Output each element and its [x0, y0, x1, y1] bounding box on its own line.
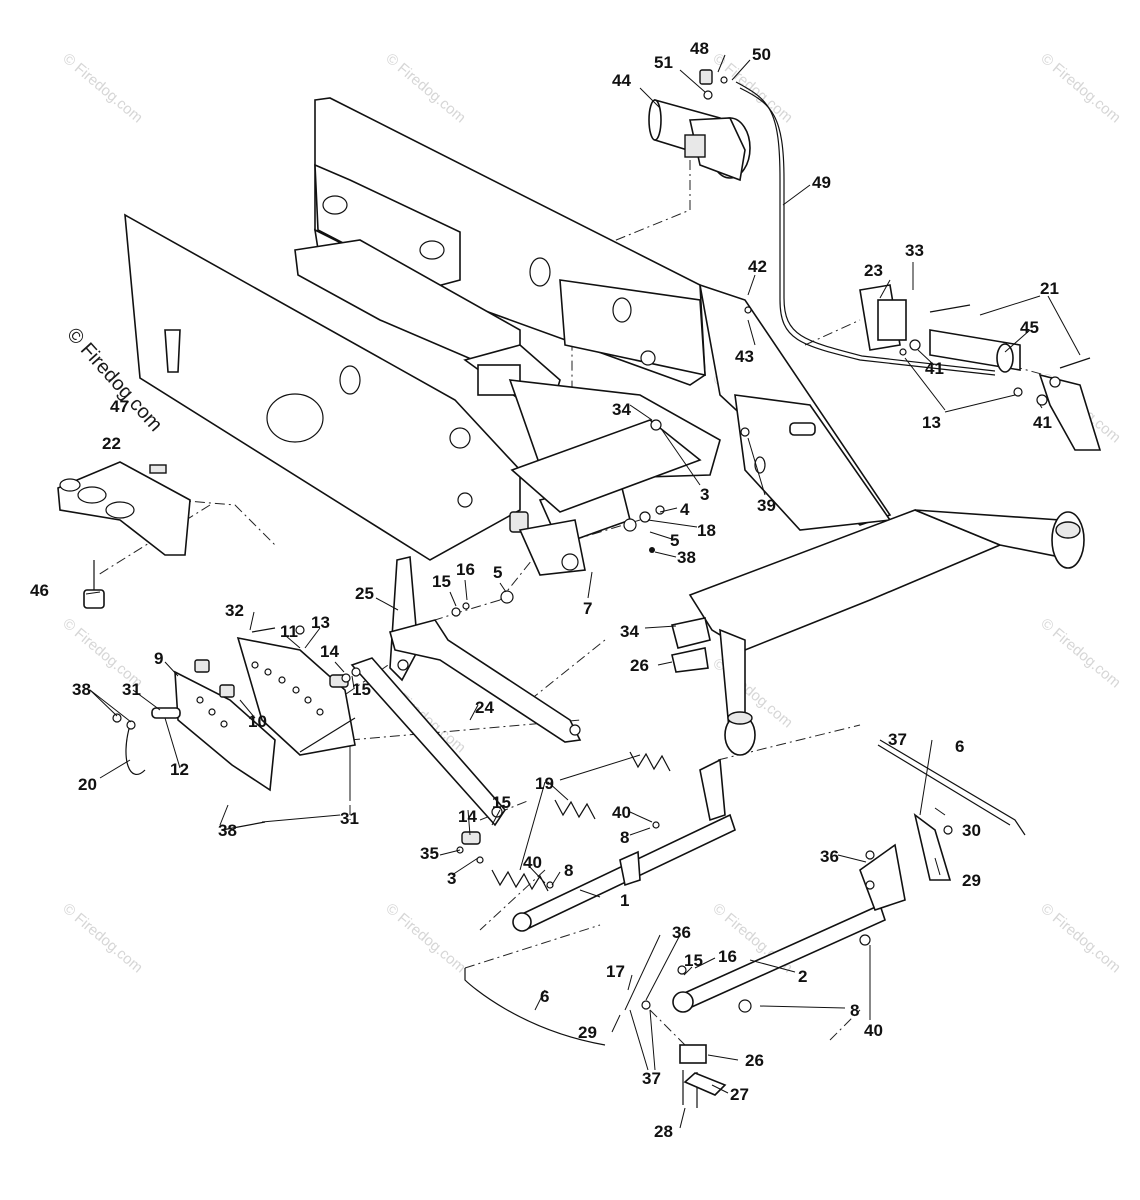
callout-label: 16 — [718, 947, 737, 966]
callout-label: 29 — [578, 1023, 597, 1042]
main-frame — [124, 97, 1085, 756]
watermark: © Firedog.com — [59, 900, 145, 976]
callout-label: 35 — [420, 844, 439, 863]
callout-label: 15 — [684, 951, 703, 970]
callout-label: 41 — [1033, 413, 1052, 432]
callout-label: 6 — [540, 987, 549, 1006]
callout-label: 32 — [225, 601, 244, 620]
callout-label: 45 — [1020, 318, 1039, 337]
callout-label: 51 — [654, 53, 673, 72]
pump-motor — [648, 69, 751, 182]
callout-label: 37 — [888, 730, 907, 749]
callout-label: 34 — [620, 622, 639, 641]
callout-label: 43 — [735, 347, 754, 366]
callout-label: 50 — [752, 45, 771, 64]
callout-label: 34 — [612, 400, 631, 419]
watermark: © Firedog.com — [59, 50, 145, 126]
callout-label: 18 — [697, 521, 716, 540]
watermark: © Firedog.com — [1037, 900, 1123, 976]
callout-label: 40 — [864, 1021, 883, 1040]
hydraulic-hose — [735, 81, 996, 376]
callout-label: 44 — [612, 71, 631, 90]
callout-label: 48 — [690, 39, 709, 58]
callout-label: 21 — [1040, 279, 1059, 298]
callout-label: 38 — [218, 821, 237, 840]
callout-label: 3 — [700, 485, 709, 504]
callout-label: 16 — [456, 560, 475, 579]
callout-label: 40 — [612, 803, 631, 822]
callout-label: 42 — [748, 257, 767, 276]
hardware — [112, 306, 953, 1013]
callout-label: 8 — [620, 828, 629, 847]
callout-label: 1 — [620, 891, 629, 910]
callout-label: 5 — [670, 531, 679, 550]
springs — [491, 751, 671, 892]
callout-label: 17 — [606, 962, 625, 981]
callout-label: 47 — [110, 397, 129, 416]
callout-label: 8 — [850, 1001, 859, 1020]
callout-label: 8 — [564, 861, 573, 880]
callout-label: 20 — [78, 775, 97, 794]
callout-label: 15 — [492, 793, 511, 812]
watermark: © Firedog.com — [382, 900, 468, 976]
callout-label: 41 — [925, 359, 944, 378]
callout-label: 23 — [864, 261, 883, 280]
callout-label: 10 — [248, 712, 267, 731]
callout-label: 14 — [458, 807, 477, 826]
linkage-arms — [329, 556, 582, 845]
callout-label: 26 — [745, 1051, 764, 1070]
callout-label: 7 — [583, 599, 592, 618]
callout-label: 14 — [320, 642, 339, 661]
callout-label: 13 — [922, 413, 941, 432]
callout-label: 36 — [672, 923, 691, 942]
callout-label: 30 — [962, 821, 981, 840]
callout-label: 5 — [493, 563, 502, 582]
callout-label: 2 — [798, 967, 807, 986]
callout-label: 31 — [340, 809, 359, 828]
callout-labels: 44 51 48 50 49 23 33 42 21 45 43 41 13 4… — [30, 39, 1059, 1141]
lift-shafts — [464, 739, 1026, 1108]
callout-label: 38 — [677, 548, 696, 567]
watermark: © Firedog.com — [382, 50, 468, 126]
watermark: © Firedog.com — [709, 655, 795, 731]
callout-label: 28 — [654, 1122, 673, 1141]
callout-label: 4 — [680, 500, 690, 519]
callout-label: 22 — [102, 434, 121, 453]
callout-label: 13 — [311, 613, 330, 632]
callout-label: 33 — [905, 241, 924, 260]
callout-label: 37 — [642, 1069, 661, 1088]
callout-label: 24 — [475, 698, 494, 717]
callout-label: 25 — [355, 584, 374, 603]
lift-cylinder — [859, 284, 1102, 451]
callout-label: 38 — [72, 680, 91, 699]
leader-lines — [85, 54, 1081, 1129]
callout-label: 40 — [523, 853, 542, 872]
callout-label: 6 — [955, 737, 964, 756]
watermark: © Firedog.com — [1037, 50, 1123, 126]
callout-label: 3 — [447, 869, 456, 888]
callout-label: 15 — [352, 680, 371, 699]
hydraulic-hose-inner — [739, 87, 996, 372]
callout-label: 19 — [535, 774, 554, 793]
control-panel — [57, 329, 191, 609]
callout-label: 31 — [122, 680, 141, 699]
callout-label: 11 — [280, 622, 298, 641]
callout-label: 49 — [812, 173, 831, 192]
watermark: © Firedog.com — [1037, 615, 1123, 691]
callout-label: 29 — [962, 871, 981, 890]
callout-label: 46 — [30, 581, 49, 600]
callout-label: 12 — [170, 760, 189, 779]
callout-label: 39 — [757, 496, 776, 515]
callout-label: 26 — [630, 656, 649, 675]
pedal-assembly — [125, 627, 356, 831]
callout-label: 27 — [730, 1085, 749, 1104]
callout-label: 36 — [820, 847, 839, 866]
callout-label: 9 — [154, 649, 163, 668]
callout-label: 15 — [432, 572, 451, 591]
